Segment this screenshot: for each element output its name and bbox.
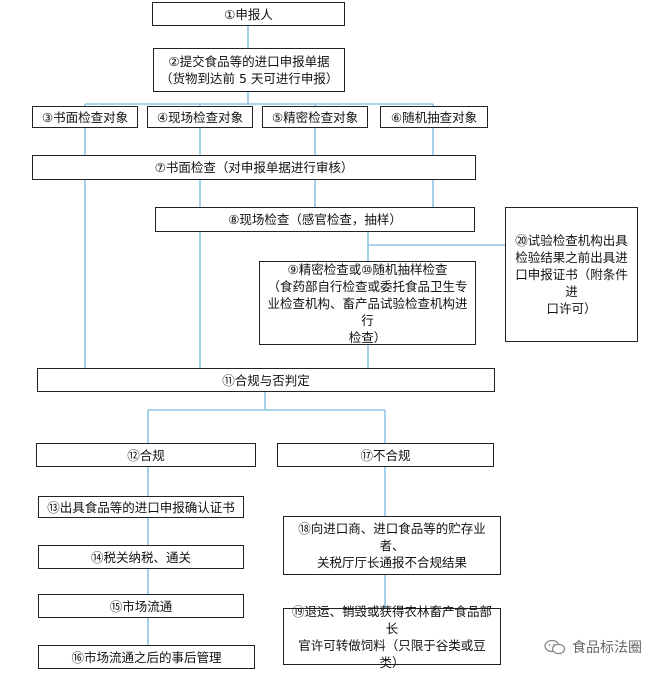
node-market-circulation-label: ⑮市场流通 [109, 598, 173, 614]
node-document-check-label: ⑦书面检查（对申报单据进行审核） [154, 160, 354, 175]
node-document-check-target: ③书面检查对象 [32, 106, 138, 128]
node-document-check: ⑦书面检查（对申报单据进行审核） [32, 155, 476, 180]
node-post-market-management: ⑯市场流通之后的事后管理 [38, 645, 255, 669]
node-notify-noncompliance-line2: 关税厅厅长通报不合规结果 [316, 555, 467, 570]
node-market-circulation: ⑮市场流通 [38, 594, 244, 618]
node-onsite-check-target-label: ④现场检查对象 [156, 109, 244, 125]
node-applicant-label: ①申报人 [224, 6, 273, 22]
watermark-text: 食品标法圈 [572, 640, 642, 656]
node-confirmation-certificate-label: ⑬出具食品等的进口申报确认证书 [47, 499, 235, 515]
node-customs-clearance-label: ⑭税关纳税、通关 [90, 549, 191, 565]
node-submit-documents-line2: （货物到达前 5 天可进行申报） [160, 71, 339, 86]
node-random-check-target: ⑥随机抽查对象 [380, 106, 488, 128]
node-document-check-target-label: ③书面检查对象 [41, 109, 129, 125]
watermark: 食品标法圈 [544, 637, 642, 657]
node-noncompliant: ⑰不合规 [277, 443, 494, 467]
node-conditional-certificate-line1: ⑳试验检查机构出具 [515, 233, 628, 248]
node-precision-random-check-line4: 检查） [348, 329, 387, 345]
node-applicant: ①申报人 [152, 2, 345, 26]
node-compliant-label: ⑫合规 [127, 447, 165, 463]
node-compliance-judgment: ⑪合规与否判定 [37, 368, 495, 392]
node-noncompliant-label: ⑰不合规 [360, 447, 411, 463]
node-onsite-check: ⑧现场检查（感官检查，抽样） [155, 207, 475, 232]
node-onsite-check-target: ④现场检查对象 [147, 106, 253, 128]
node-compliant: ⑫合规 [36, 443, 256, 467]
node-notify-noncompliance-line1: ⑱向进口商、进口食品等的贮存业者、 [298, 521, 486, 553]
wechat-icon [544, 639, 566, 655]
node-random-check-target-label: ⑥随机抽查对象 [390, 109, 478, 125]
node-customs-clearance: ⑭税关纳税、通关 [38, 545, 244, 569]
node-confirmation-certificate: ⑬出具食品等的进口申报确认证书 [38, 496, 244, 518]
node-submit-documents-line1: ②提交食品等的进口申报单据 [168, 54, 330, 69]
node-onsite-check-label: ⑧现场检查（感官检查，抽样） [228, 212, 402, 227]
node-return-destroy-line2: 官许可转做饲料（只限于谷类或豆类） [298, 637, 486, 670]
node-precision-random-check-line3: 业检查机构、畜产品试验检查机构进行 [267, 295, 468, 328]
node-post-market-management-label: ⑯市场流通之后的事后管理 [71, 649, 222, 665]
node-precision-random-check-line2: （食药部自行检查或委托食品卫生专 [267, 278, 468, 294]
node-return-destroy: ⑲退运、销毁或获得农林畜产食品部长 官许可转做饲料（只限于谷类或豆类） [283, 604, 501, 670]
node-compliance-judgment-label: ⑪合规与否判定 [222, 372, 310, 388]
node-return-destroy-line1: ⑲退运、销毁或获得农林畜产食品部长 [291, 603, 492, 636]
node-conditional-certificate-line2: 检验结果之前出具进 [515, 250, 628, 265]
node-submit-documents: ②提交食品等的进口申报单据 （货物到达前 5 天可进行申报） [153, 48, 345, 92]
node-conditional-certificate-line4: 口许可） [546, 301, 597, 316]
node-precision-check-target: ⑤精密检查对象 [262, 106, 368, 128]
node-conditional-certificate-line3: 口申报证书（附条件进 [515, 267, 628, 299]
node-notify-noncompliance: ⑱向进口商、进口食品等的贮存业者、 关税厅厅长通报不合规结果 [283, 516, 501, 575]
node-precision-check-target-label: ⑤精密检查对象 [271, 109, 359, 125]
node-conditional-certificate: ⑳试验检查机构出具 检验结果之前出具进 口申报证书（附条件进 口许可） [505, 207, 638, 342]
node-precision-random-check-line1: ⑨精密检查或⑩随机抽样检查 [287, 261, 448, 277]
node-precision-random-check: ⑨精密检查或⑩随机抽样检查 （食药部自行检查或委托食品卫生专 业检查机构、畜产品… [259, 261, 476, 345]
